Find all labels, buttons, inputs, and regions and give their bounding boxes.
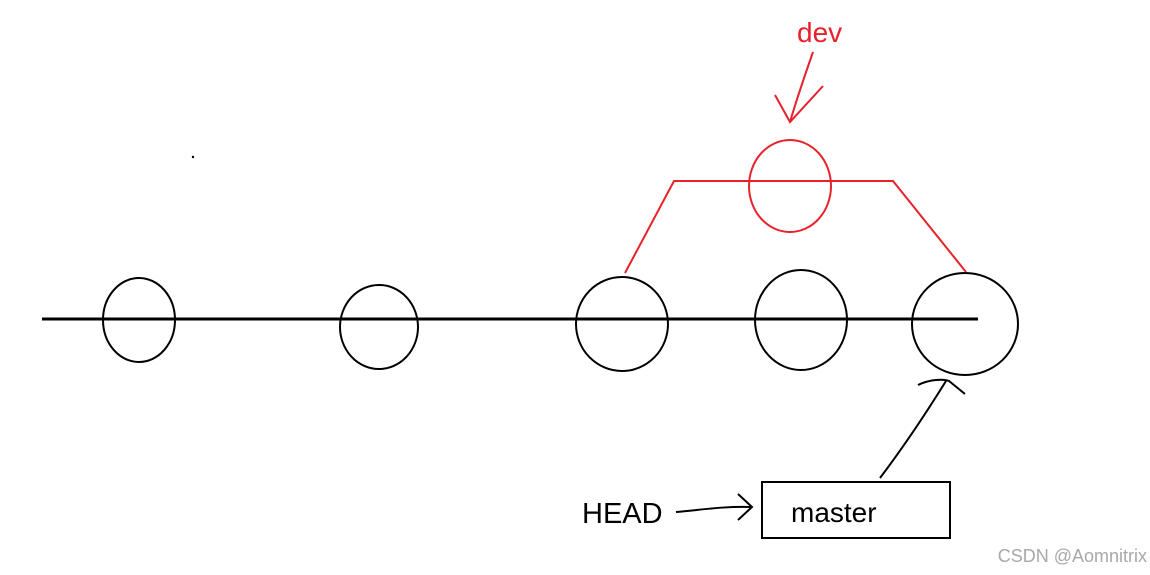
dev-label: dev (797, 17, 842, 48)
dev-commit-node (748, 139, 832, 233)
commit-node-4 (754, 269, 848, 371)
commit-node-3 (575, 276, 669, 372)
stray-dot (191, 155, 195, 159)
commit-node-2 (339, 284, 419, 370)
head-pointer-arrow (675, 505, 752, 513)
dev-branch-line (624, 180, 967, 274)
head-arrowhead (737, 493, 754, 521)
watermark: CSDN @Aomnitrix (998, 546, 1147, 566)
commit-node-1 (102, 277, 176, 363)
dev-arrowhead (774, 85, 824, 124)
head-label: HEAD (582, 498, 663, 530)
master-arrowhead (917, 378, 966, 395)
master-pointer-arrow (879, 380, 947, 479)
master-branch-box (761, 481, 951, 539)
master-label: master (791, 497, 877, 528)
commit-node-5 (911, 272, 1019, 376)
dev-pointer-arrow (789, 51, 814, 123)
